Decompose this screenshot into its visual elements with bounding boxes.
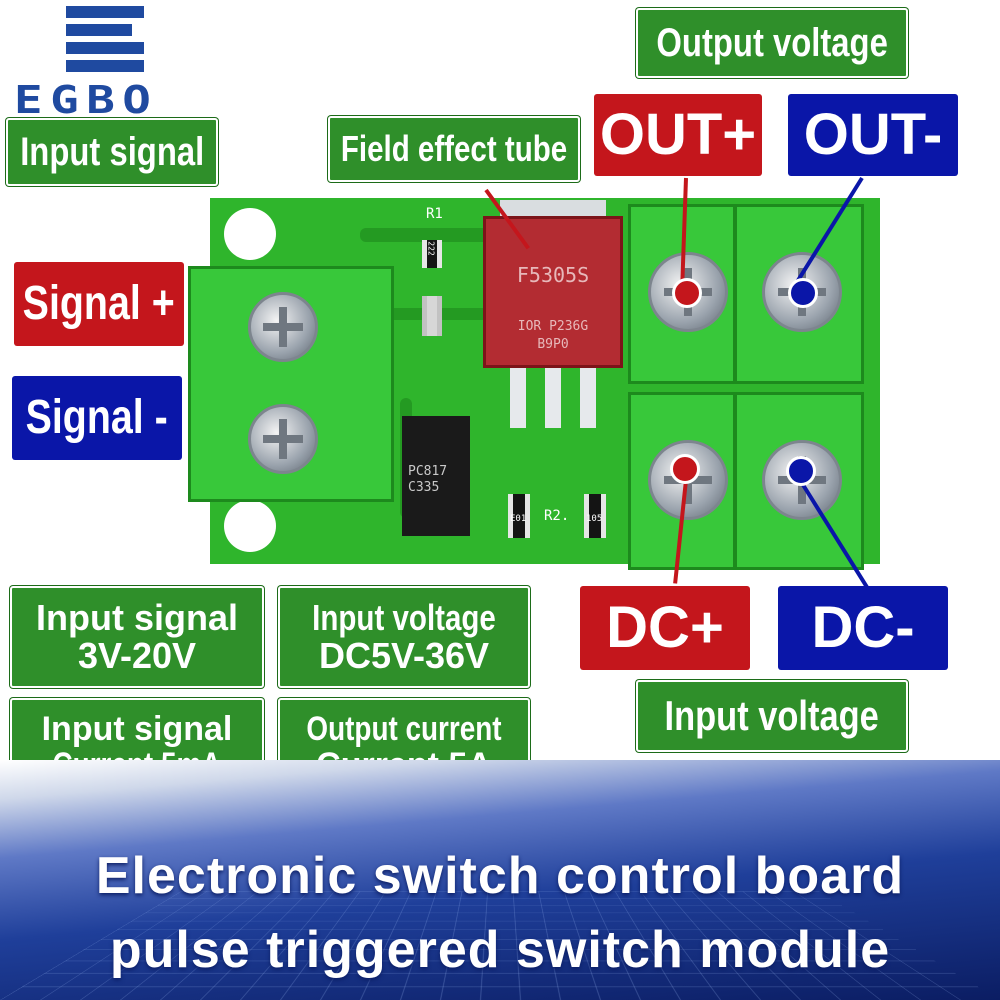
optocoupler-chip: PC817 C335 [402, 416, 470, 536]
signal-minus-label: Signal - [12, 376, 182, 460]
headline-line-2: pulse triggered switch module [109, 921, 891, 979]
dc-plus-marker [670, 454, 700, 484]
mosfet-tab [500, 200, 606, 220]
r1-resistor [422, 240, 442, 268]
signal-plus-label: Signal + [14, 262, 184, 346]
brand-name: EGBO [14, 78, 159, 122]
smd-component [508, 494, 530, 538]
r1-silkscreen: R1 [426, 206, 443, 222]
out-plus-marker [672, 278, 702, 308]
headline-line-1: Electronic switch control board [95, 847, 905, 905]
field-effect-tube-label: Field effect tube [328, 116, 580, 182]
r2-resistor [584, 494, 606, 538]
mounting-hole [224, 500, 276, 552]
mosfet-chip: F5305S IOR P236G B9P0 [483, 216, 623, 368]
dc-minus-terminal [734, 392, 864, 570]
r2-silkscreen: R2. [544, 508, 570, 524]
output-voltage-label: Output voltage [636, 8, 908, 78]
dc-plus-label: DC+ [580, 586, 750, 670]
out-minus-marker [788, 278, 818, 308]
dc-minus-label: DC- [778, 586, 948, 670]
out-minus-label: OUT- [788, 94, 958, 176]
egbo-logo-icon [66, 6, 144, 72]
brand-logo: EGBO [8, 4, 200, 122]
input-voltage-label: Input voltage [636, 680, 908, 752]
input-signal-label: Input signal [6, 118, 218, 186]
signal-minus-screw [248, 404, 318, 474]
out-plus-label: OUT+ [594, 94, 762, 176]
signal-plus-screw [248, 292, 318, 362]
mounting-hole [224, 208, 276, 260]
bottom-banner: Electronic switch control board pulse tr… [0, 760, 1000, 1000]
led [422, 296, 442, 336]
dc-minus-marker [786, 456, 816, 486]
